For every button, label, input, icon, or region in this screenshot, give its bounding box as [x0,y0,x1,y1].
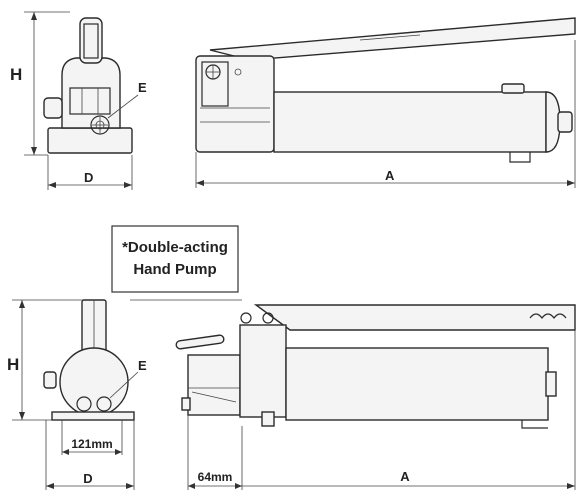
top-height-label: H [10,65,22,84]
bottom-offset-measure: 64mm [198,470,233,484]
bottom-base-measure: 121mm [71,437,112,451]
bottom-callout-e: E [138,358,147,373]
bottom-height-label: H [7,355,19,374]
top-callout-e: E [138,80,147,95]
top-width-label: D [84,170,93,185]
note-line-1: *Double-acting [122,239,228,256]
bottom-end-view: H E 121mm D [7,299,147,490]
bottom-length-label: A [400,469,410,484]
top-end-view: H E D [10,11,147,190]
bottom-side-view: 64mm A [130,299,576,490]
top-length-label: A [385,168,395,183]
double-acting-note: *Double-acting Hand Pump [111,225,239,293]
top-side-view: A [195,17,576,188]
note-line-2: Hand Pump [133,261,216,278]
bottom-width-label: D [83,471,92,486]
